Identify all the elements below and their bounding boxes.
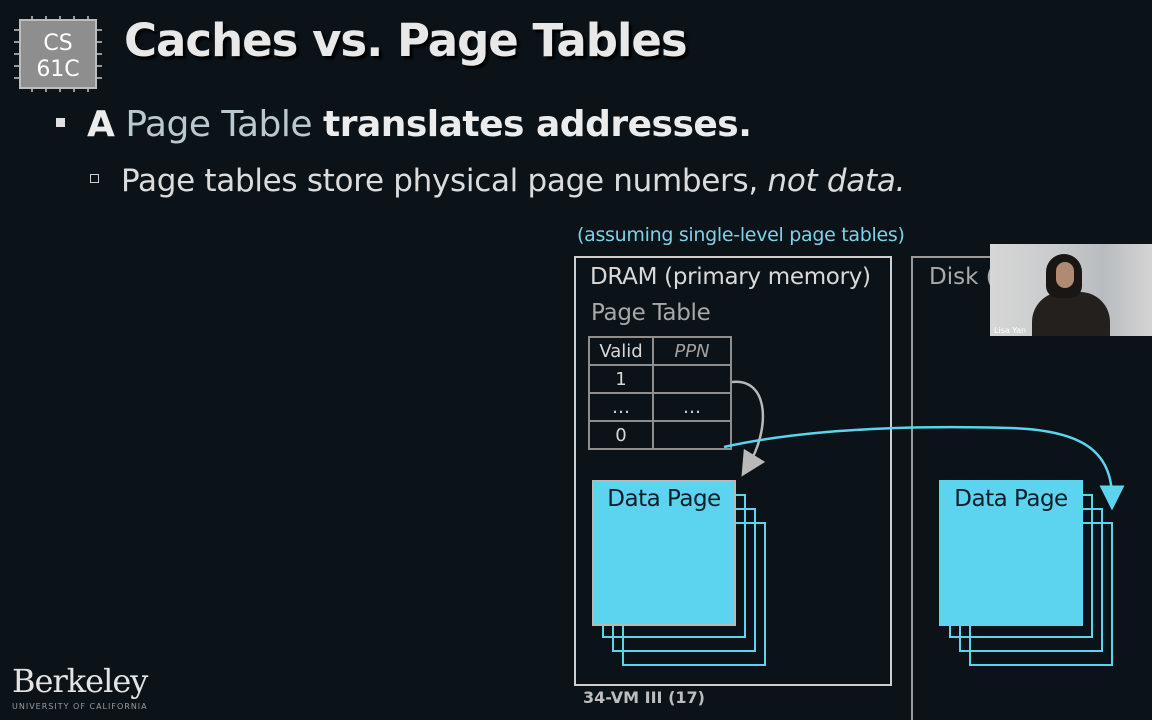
valid-header: Valid <box>588 336 654 366</box>
arrow-to-dram-page <box>731 380 766 477</box>
bullet2-emphasis: not data. <box>767 163 906 199</box>
footer-lecture: 34-VM III <box>583 688 663 707</box>
bullet1-bold: translates addresses. <box>322 104 752 145</box>
berkeley-logo: Berkeley <box>12 662 148 700</box>
table-row: 1 <box>588 364 732 394</box>
sub-bullet-physical-page-numbers: Page tables store physical page numbers,… <box>90 163 905 199</box>
sub-bullet-square-icon <box>90 174 99 183</box>
valid-cell: … <box>588 392 654 422</box>
footer-page: (17) <box>668 688 705 707</box>
table-row: 0 <box>588 420 732 450</box>
single-level-note: (assuming single-level page tables) <box>577 224 905 246</box>
disk-data-page: Data Page <box>939 480 1083 626</box>
table-row: … … <box>588 392 732 422</box>
dram-region <box>574 256 892 686</box>
bullet1-accent: Page Table <box>125 104 313 145</box>
bullet-page-table-translates: A Page Table translates addresses. <box>56 104 752 145</box>
dram-data-page: Data Page <box>592 480 736 626</box>
bullet2-text: Page tables store physical page numbers, <box>121 163 758 199</box>
presenter-face <box>1056 262 1074 288</box>
ppn-cell <box>652 364 732 394</box>
page-table-header-row: Valid PPN <box>588 336 732 366</box>
dram-label: DRAM (primary memory) <box>590 264 871 290</box>
presenter-body <box>1032 292 1110 336</box>
valid-cell: 1 <box>588 364 654 394</box>
webcam-name-label: Lisa Yan <box>994 326 1027 335</box>
ppn-cell <box>652 420 732 450</box>
slide-title: Caches vs. Page Tables <box>124 14 688 67</box>
disk-data-page-label: Data Page <box>954 486 1068 512</box>
arrow-to-disk-page <box>723 425 1125 511</box>
logo-line2: 61C <box>36 57 79 82</box>
cs61c-chip-logo: CS 61C <box>14 16 102 92</box>
berkeley-sub-label: UNIVERSITY OF CALIFORNIA <box>12 702 148 711</box>
valid-cell: 0 <box>588 420 654 450</box>
logo-line1: CS <box>43 31 72 56</box>
presenter-webcam: Lisa Yan <box>990 244 1152 336</box>
bullet-square-icon <box>56 117 65 127</box>
page-table: Valid PPN 1 … … 0 <box>588 336 732 450</box>
ppn-cell: … <box>652 392 732 422</box>
slide-footer: 34-VM III (17) <box>583 688 705 707</box>
ppn-header: PPN <box>652 336 732 366</box>
page-table-label: Page Table <box>591 300 711 326</box>
dram-data-page-label: Data Page <box>607 486 721 512</box>
bullet1-prefix: A <box>87 104 115 145</box>
